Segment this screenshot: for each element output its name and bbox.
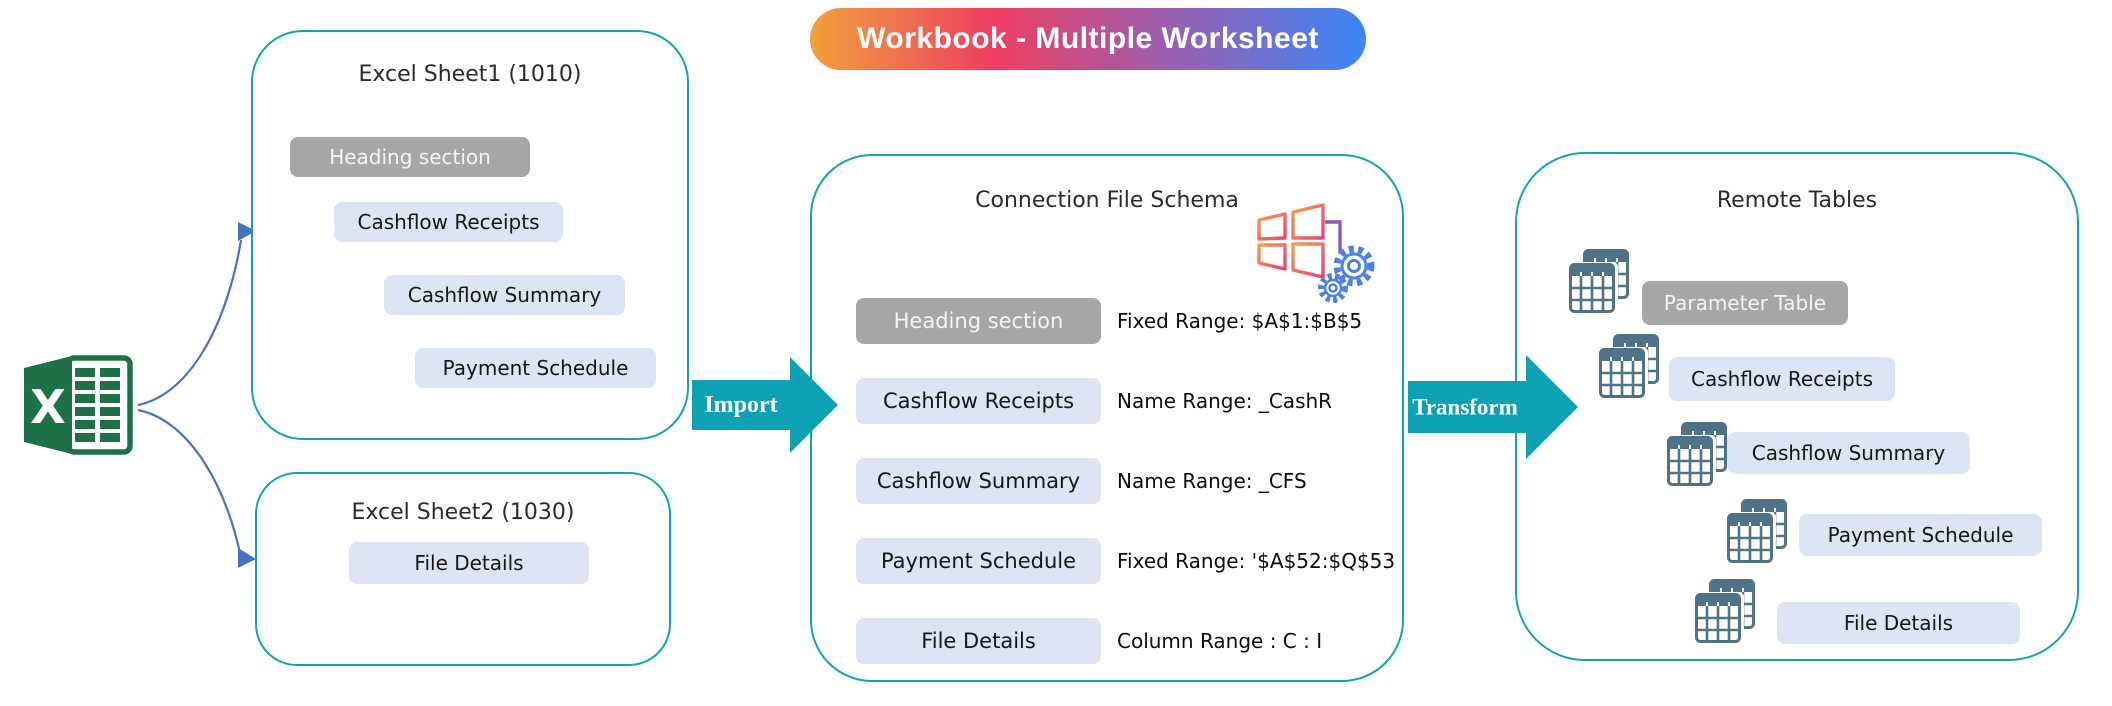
remote-tables-box: Remote Tables [1515, 152, 2079, 661]
schema-annotation-cashflow-summary: Name Range: _CFS [1117, 469, 1307, 493]
table-stack-icon [1667, 422, 1727, 488]
chip-cashflow-summary: Cashflow Summary [384, 275, 625, 315]
schema-chip-cashflow-receipts: Cashflow Receipts [856, 378, 1101, 424]
windows-gear-icon [1257, 203, 1375, 303]
table-stack-icon [1695, 579, 1755, 645]
remote-chip-file-details: File Details [1777, 602, 2020, 644]
chip-heading-section: Heading section [290, 137, 530, 177]
remote-chip-cashflow-summary: Cashflow Summary [1727, 432, 1970, 474]
excel-sheet1-title: Excel Sheet1 (1010) [358, 62, 582, 87]
schema-annotation-cashflow-receipts: Name Range: _CashR [1117, 389, 1333, 413]
chip-file-details: File Details [349, 542, 589, 584]
remote-chip-cashflow-receipts: Cashflow Receipts [1669, 357, 1895, 401]
schema-chip-heading-section: Heading section [856, 298, 1101, 344]
schema-annotation-file-details: Column Range : C : I [1117, 629, 1323, 653]
table-stack-icon [1599, 334, 1659, 400]
schema-chip-cashflow-summary: Cashflow Summary [856, 458, 1101, 504]
chip-cashflow-receipts: Cashflow Receipts [334, 202, 563, 242]
remote-chip-payment-schedule: Payment Schedule [1799, 514, 2042, 556]
table-stack-icon [1727, 499, 1787, 565]
import-arrow: Import [692, 357, 838, 453]
excel-sheet1-box: Excel Sheet1 (1010) Heading section Cash… [251, 30, 689, 440]
title-banner-text: Workbook - Multiple Worksheet [857, 22, 1319, 55]
chip-payment-schedule: Payment Schedule [415, 348, 656, 388]
connection-file-schema-box: Connection File Schema [810, 154, 1404, 682]
schema-annotation-heading: Fixed Range: $A$1:$B$5 [1117, 309, 1363, 333]
connection-file-schema-title: Connection File Schema [975, 188, 1239, 213]
transform-arrow: Transform [1408, 355, 1578, 459]
transform-arrow-label: Transform [1412, 395, 1518, 420]
remote-chip-parameter-table: Parameter Table [1642, 281, 1848, 325]
svg-text:X: X [30, 380, 65, 434]
schema-chip-file-details: File Details [856, 618, 1101, 664]
remote-tables-title: Remote Tables [1716, 188, 1878, 213]
import-arrow-label: Import [704, 392, 777, 418]
title-banner: Workbook - Multiple Worksheet [810, 8, 1366, 70]
excel-sheet2-box: Excel Sheet2 (1030) File Details [255, 472, 671, 666]
schema-chip-payment-schedule: Payment Schedule [856, 538, 1101, 584]
table-stack-icon [1569, 249, 1629, 315]
schema-annotation-payment-schedule: Fixed Range: '$A$52:$Q$53 [1117, 549, 1396, 573]
excel-logo-icon: X [24, 355, 133, 455]
excel-branch-arrows [137, 222, 256, 568]
excel-sheet2-title: Excel Sheet2 (1030) [351, 500, 575, 525]
